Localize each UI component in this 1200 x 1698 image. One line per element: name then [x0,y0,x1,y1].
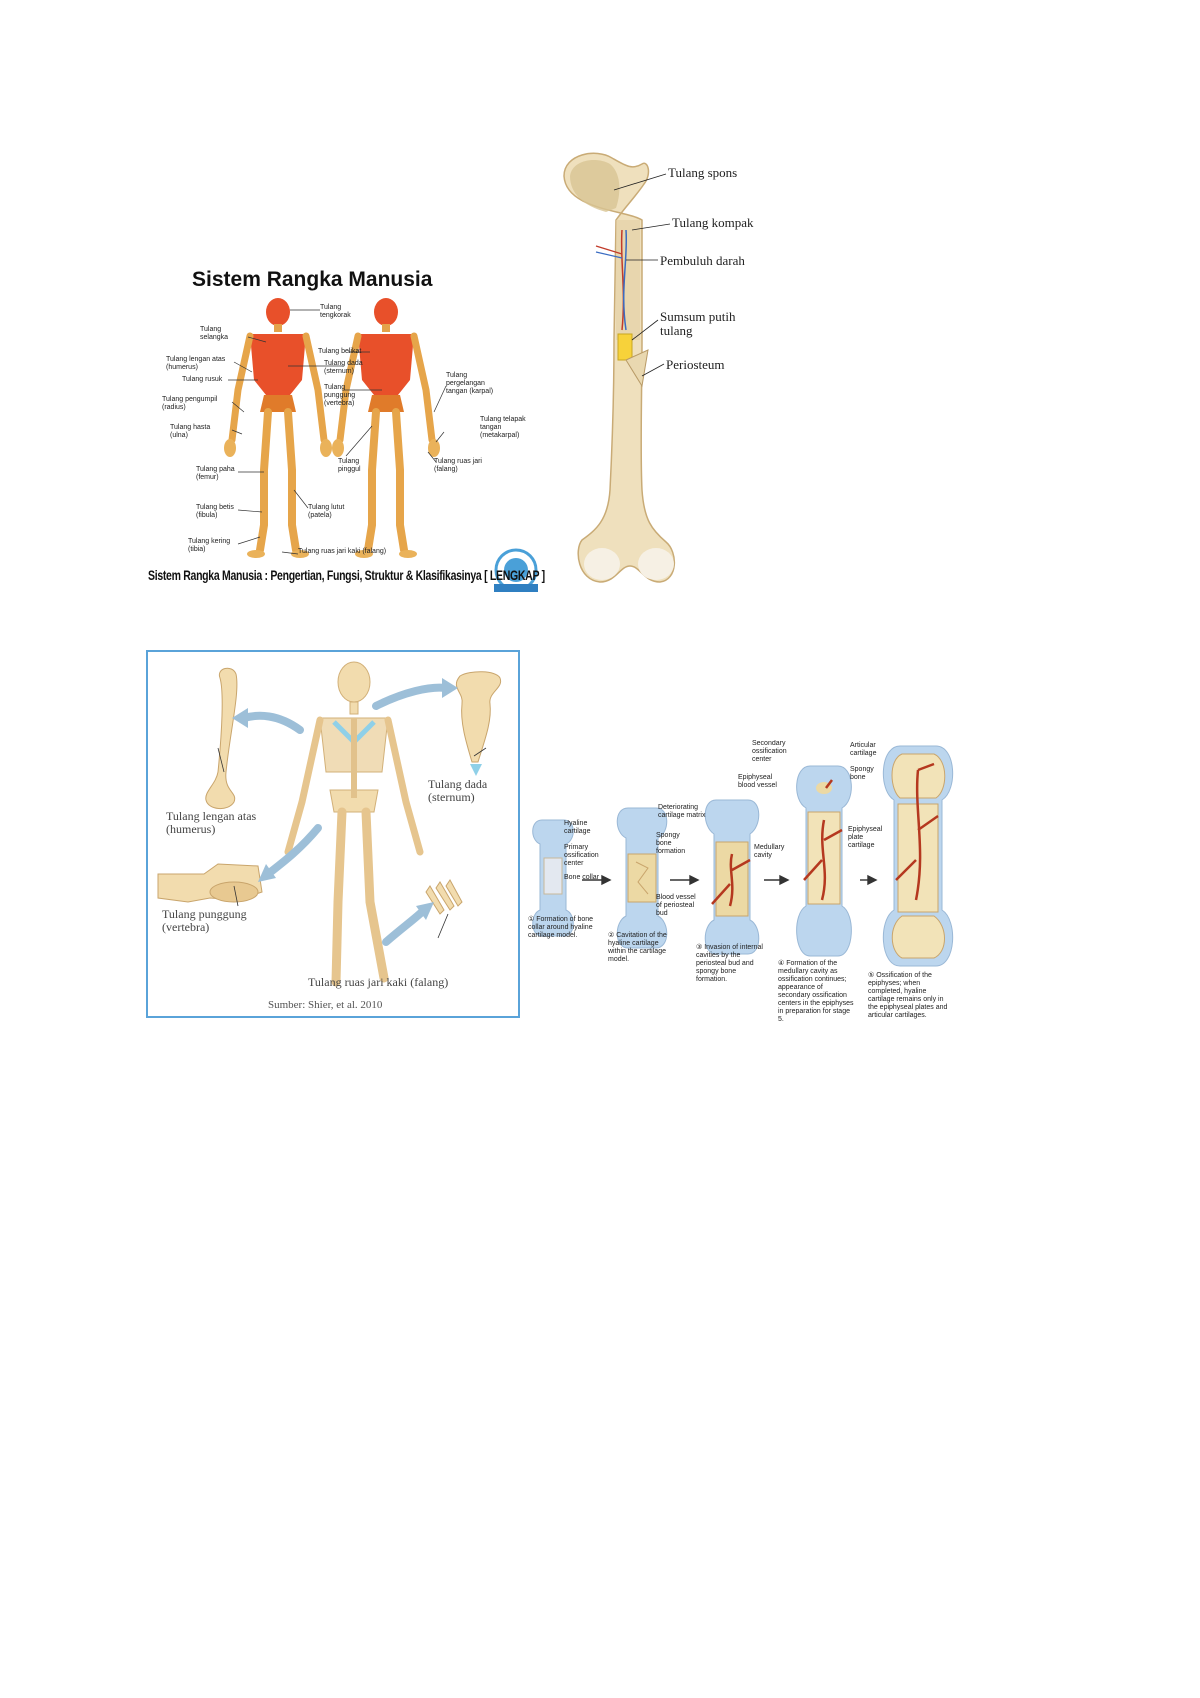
label-tulang-kompak: Tulang kompak [672,215,754,230]
label-periosteum: Periosteum [666,357,725,372]
label-epiphyseal-vessel: Epiphyseal blood vessel [738,774,777,790]
label-deteriorating: Deteriorating cartilage matrix [658,804,706,820]
label-articular: Articular cartilage [850,742,877,758]
label-belikat: Tulang belikat [318,348,362,355]
step-1: ① Formation of bone collar around hyalin… [528,916,594,940]
label-vertebra: Tulang punggung (vertebra) [162,907,247,934]
label-dada: Tulang dada (sternum) [324,360,363,376]
step-4: ④ Formation of the medullary cavity as o… [778,960,854,1024]
label-pengumpil: Tulang pengumpil (radius) [162,396,218,412]
label-sternum: Tulang dada (sternum) [428,777,488,804]
label-rusuk: Tulang rusuk [182,376,223,383]
ossification-diagram: Hyaline cartilage Primary ossification c… [528,740,978,1030]
label-tempurung: Tulang lutut (patela) [308,504,345,520]
bone-types-diagram: Tulang lengan atas (humerus) Tulang dada… [146,650,520,1018]
label-sumsum-putih: Sumsum putih tulang [660,309,736,338]
skeleton-poster: Sistem Rangka Manusia [148,262,548,597]
label-humerus: Tulang lengan atas (humerus) [166,809,257,836]
label-paha: Tulang paha (femur) [196,466,235,482]
step-5: ⑤ Ossification of the epiphyses; when co… [868,972,948,1020]
label-ruas-jari: Tulang ruas jari (falang) [434,458,482,474]
step-2: ② Cavitation of the hyaline cartilage wi… [608,932,667,964]
label-medullary: Medullary cavity [754,844,785,860]
bone-types-illustration [157,661,502,987]
label-tulang-spons: Tulang spons [668,165,738,180]
label-telapak: Tulang telapak tangan (metakarpal) [480,416,526,440]
label-ruas-jari-kaki: Tulang ruas jari kaki (falang) [298,548,387,555]
step-3: ③ Invasion of internal cavities by the p… [696,944,763,984]
poster-title: Sistem Rangka Manusia [192,268,433,291]
label-punggung: Tulang punggung (vertebra) [324,384,356,408]
source-credit: Sumber: Shier, et al. 2010 [268,999,383,1011]
femur-illustration [563,152,675,583]
label-spongy-bone: Spongy bone [850,766,874,782]
label-pembuluh-darah: Pembuluh darah [660,253,745,268]
skeleton-front-back-illustration [224,298,538,592]
label-lengan-atas: Tulang lengan atas (humerus) [166,356,226,372]
label-blood-vessel: Blood vessel of periosteal bud [656,894,696,918]
label-betis: Tulang betis (fibula) [196,504,234,520]
label-pinggul: Tulang pinggul [338,458,361,474]
label-kering: Tulang kering (tibia) [188,538,231,554]
label-epiphyseal-plate: Epiphyseal plate cartilage [848,826,883,850]
label-falang: Tulang ruas jari kaki (falang) [308,975,449,989]
label-selangka: Tulang selangka [200,326,229,342]
label-pergelangan: Tulang pergelangan tangan (karpal) [446,372,494,396]
poster-caption: Sistem Rangka Manusia : Pengertian, Fung… [148,568,545,585]
label-primary: Primary ossification center [564,844,599,868]
femur-diagram: Tulang spons Tulang kompak Pembuluh dara… [556,150,816,590]
ossification-illustration [532,745,954,967]
label-spongy-formation: Spongy bone formation [656,832,686,856]
label-hasta: Tulang hasta (ulna) [170,424,211,440]
label-hyaline: Hyaline cartilage [564,820,591,836]
label-tengkorak: Tulang tengkorak [320,304,351,320]
label-bone-collar: Bone collar [564,874,600,881]
label-secondary: Secondary ossification center [752,740,787,764]
